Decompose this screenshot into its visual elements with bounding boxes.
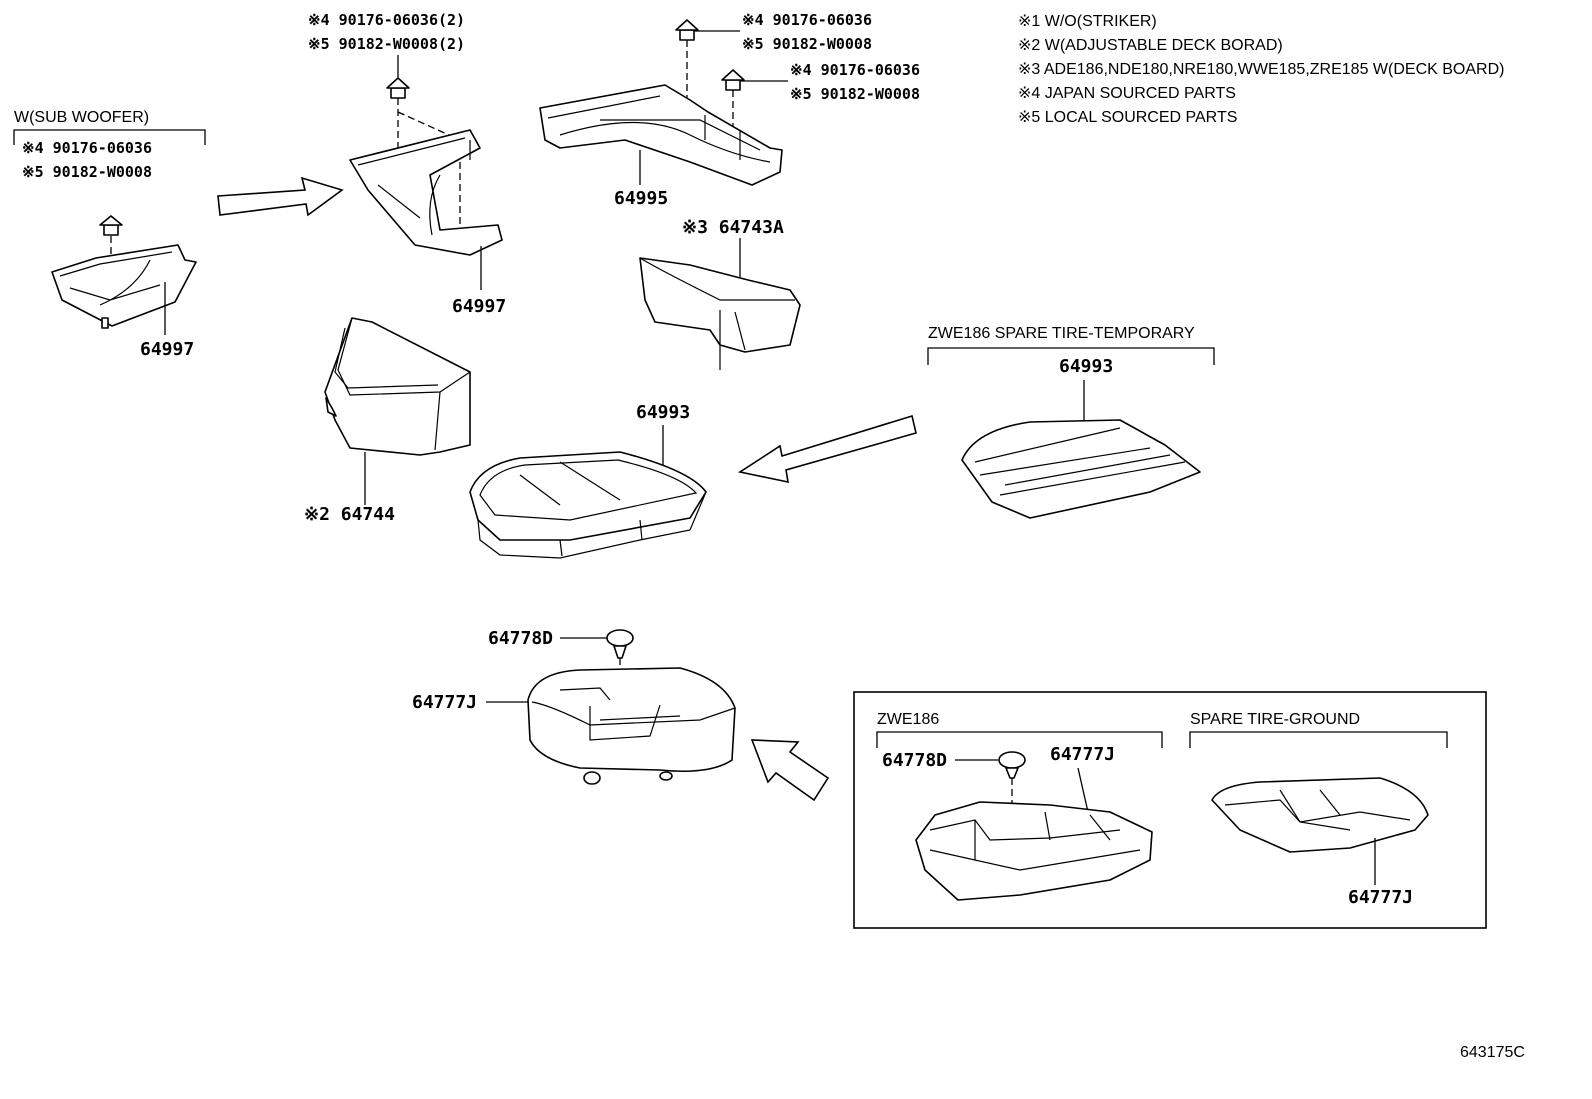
callout-clip-5-top: ※5 90182-W0008 <box>742 35 872 53</box>
group-label-zwe186-temp: ZWE186 SPARE TIRE-TEMPORARY <box>928 325 1195 342</box>
ground-board-part <box>1211 777 1429 853</box>
sub-woofer-bracket <box>51 244 197 329</box>
direction-arrow-icon <box>217 176 344 217</box>
tray-64993-main-part <box>469 451 707 559</box>
note-2: ※2 W(ADJUSTABLE DECK BORAD) <box>1018 37 1283 54</box>
storage-box-inset-part <box>915 801 1153 901</box>
tray-64993-main-group: 64993 <box>469 402 707 559</box>
group-bracket <box>1189 731 1448 748</box>
direction-arrow-icon <box>750 739 830 802</box>
clip-icon <box>386 77 410 99</box>
part-number-64777j-inset: 64777J <box>1050 744 1115 765</box>
part-number-64778d-main: 64778D <box>488 628 553 649</box>
middle-bracket-group: ※4 90176-06036(2) ※5 90182-W0008(2) 6499… <box>308 11 506 317</box>
callout-clip-5-qty: ※5 90182-W0008(2) <box>308 35 465 53</box>
storage-box-main-group: 64778D 64777J <box>412 628 736 785</box>
callout-clip-5: ※5 90182-W0008 <box>22 163 152 181</box>
sub-woofer-group: W(SUB WOOFER) ※4 90176-06036 ※5 90182-W0… <box>13 109 206 360</box>
direction-arrow-icon <box>737 414 917 484</box>
note-1: ※1 W/O(STRIKER) <box>1018 13 1157 30</box>
group-label-spare-ground: SPARE TIRE-GROUND <box>1190 711 1360 728</box>
group-bracket <box>13 129 206 145</box>
callout-clip-4: ※4 90176-06036 <box>22 139 152 157</box>
top-bracket-group: ※4 90176-06036 ※5 90182-W0008 ※4 90176-0… <box>539 11 920 209</box>
middle-bracket-part <box>349 129 503 256</box>
group-label-sub-woofer: W(SUB WOOFER) <box>14 109 149 126</box>
part-number-64995: 64995 <box>614 188 668 209</box>
tray-64743a-part <box>639 257 801 370</box>
part-number-64777j-main: 64777J <box>412 692 477 713</box>
clip-icon <box>721 69 745 91</box>
deck-board-part <box>961 419 1201 519</box>
callout-clip-5-right: ※5 90182-W0008 <box>790 85 920 103</box>
callout-clip-4-right: ※4 90176-06036 <box>790 61 920 79</box>
notes-legend: ※1 W/O(STRIKER) ※2 W(ADJUSTABLE DECK BOR… <box>1018 13 1504 126</box>
bin-64744-part <box>324 317 471 456</box>
note-5: ※5 LOCAL SOURCED PARTS <box>1018 109 1237 126</box>
group-bracket <box>927 347 1215 365</box>
note-4: ※4 JAPAN SOURCED PARTS <box>1018 85 1236 102</box>
tray-64743a-group: ※3 64743A <box>639 217 801 370</box>
part-number-64744: ※2 64744 <box>304 504 395 525</box>
part-number-64997-mid: 64997 <box>452 296 506 317</box>
top-bracket-part <box>539 84 783 186</box>
part-number-64997-left: 64997 <box>140 339 194 360</box>
part-number-64778d-inset: 64778D <box>882 750 947 771</box>
bin-64744-group: ※2 64744 <box>304 317 471 525</box>
group-label-zwe186: ZWE186 <box>877 711 939 728</box>
part-number-64777j-ground: 64777J <box>1348 887 1413 908</box>
clip-icon <box>606 629 634 659</box>
clip-icon <box>99 215 123 236</box>
temp-spare-group: ZWE186 SPARE TIRE-TEMPORARY 64993 <box>927 325 1215 519</box>
group-bracket <box>876 731 1163 748</box>
figure-id: 643175C <box>1460 1044 1525 1061</box>
storage-box-main-part <box>527 667 736 785</box>
clip-icon <box>998 751 1026 779</box>
part-number-64743a: ※3 64743A <box>682 217 784 238</box>
clip-icon <box>675 19 699 41</box>
part-number-64993-right: 64993 <box>1059 356 1113 377</box>
callout-clip-4-top: ※4 90176-06036 <box>742 11 872 29</box>
note-3: ※3 ADE186,NDE180,NRE180,WWE185,ZRE185 W(… <box>1018 61 1504 78</box>
callout-clip-4-qty: ※4 90176-06036(2) <box>308 11 465 29</box>
inset-frame <box>853 691 1487 929</box>
inset-panel: ZWE186 64778D 64777J SPARE TIRE-GROUND <box>853 691 1487 929</box>
part-number-64993-main: 64993 <box>636 402 690 423</box>
